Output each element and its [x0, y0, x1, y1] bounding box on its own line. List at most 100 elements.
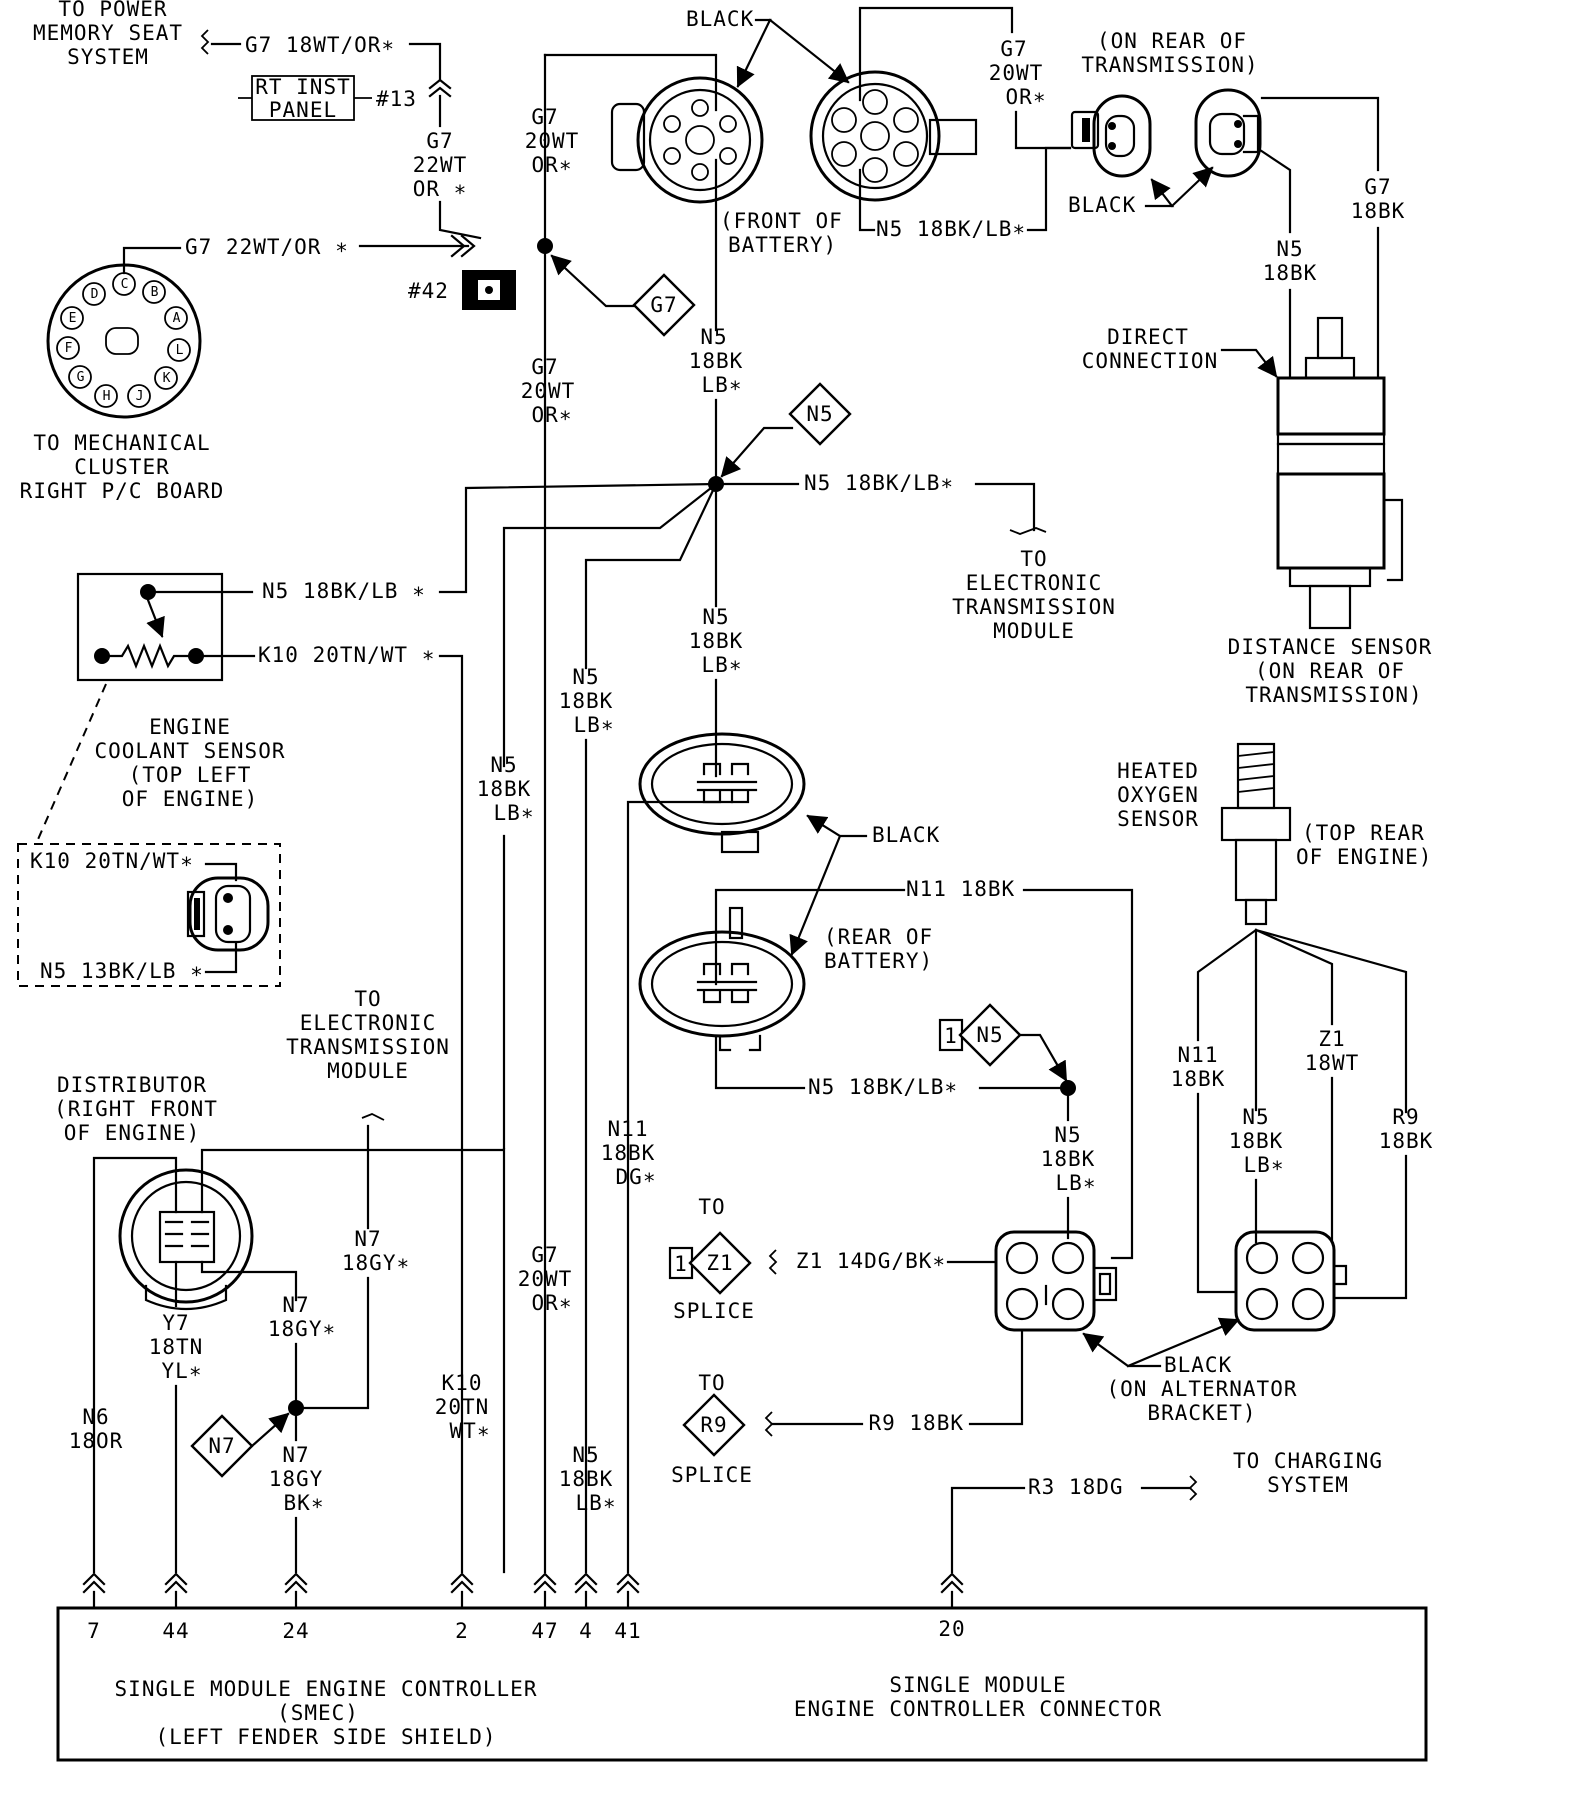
wire-n11-from-rear-batt — [714, 888, 906, 986]
svg-text:N5: N5 — [572, 1443, 599, 1467]
wire-n11-18bk-dg — [626, 800, 734, 1574]
wire-label-n5-18bk-lb-h: N5 18BK/LB∗ — [804, 471, 954, 495]
to-etm-top-label: TO ELECTRONIC TRANSMISSION MODULE — [952, 547, 1115, 643]
svg-text:ELECTRONIC: ELECTRONIC — [300, 1011, 436, 1035]
wire-label-n5-18bk-lb-g: N5 18BK LB∗ — [1229, 1105, 1284, 1177]
distributor-connector — [118, 1168, 254, 1311]
svg-text:E: E — [69, 311, 78, 326]
svg-text:R9: R9 — [700, 1413, 727, 1437]
svg-text:N5: N5 — [702, 605, 729, 629]
direct-connection-label: DIRECT CONNECTION — [1082, 325, 1218, 373]
top-rear-engine-label: (TOP REAR OF ENGINE) — [1296, 821, 1432, 869]
svg-text:18BK: 18BK — [1171, 1067, 1226, 1091]
wire-n11-to-alt-conn — [1022, 888, 1134, 1260]
svg-text:K10: K10 — [442, 1371, 483, 1395]
svg-text:(TOP REAR: (TOP REAR — [1302, 821, 1425, 845]
svg-text:(REAR OF: (REAR OF — [824, 925, 933, 949]
svg-text:22WT: 22WT — [413, 153, 468, 177]
svg-text:N5: N5 — [1054, 1123, 1081, 1147]
wire-label-k10-coolant: K10 20TN/WT ∗ — [258, 643, 435, 667]
wire-label-n5-18bk-lb-b: N5 18BK LB∗ — [477, 753, 535, 825]
wire-label-z1-14dg: Z1 14DG/BK∗ — [796, 1249, 946, 1273]
smec-pin-connectors — [82, 1572, 964, 1610]
wire-n5-to-trans-conn — [1026, 146, 1072, 232]
svg-text:Z1: Z1 — [706, 1251, 733, 1275]
black-trans-leader-a — [1144, 178, 1175, 208]
smec-label: SINGLE MODULE ENGINE CONTROLLER (SMEC) (… — [115, 1677, 537, 1749]
distance-sensor-label: DISTANCE SENSOR (ON REAR OF TRANSMISSION… — [1228, 635, 1432, 707]
wire-label-n6-18or: N6 18OR — [69, 1405, 124, 1453]
wire-label-r9-18bk: R9 18BK — [868, 1411, 964, 1435]
svg-text:N5: N5 — [806, 402, 833, 426]
to-etm-mid-label: TO ELECTRONIC TRANSMISSION MODULE — [286, 987, 449, 1083]
svg-text:BATTERY): BATTERY) — [728, 233, 837, 257]
svg-text:TO MECHANICAL: TO MECHANICAL — [33, 431, 210, 455]
svg-text:18BK: 18BK — [559, 1467, 614, 1491]
svg-text:N5: N5 — [490, 753, 517, 777]
svg-text:18BK: 18BK — [689, 629, 744, 653]
black-batt-leader-b — [789, 834, 842, 956]
svg-text:OR∗: OR∗ — [532, 153, 573, 177]
svg-text:4: 4 — [579, 1619, 593, 1643]
svg-text:(FRONT OF: (FRONT OF — [720, 209, 843, 233]
svg-text:G: G — [77, 370, 86, 385]
svg-text:MEMORY SEAT: MEMORY SEAT — [33, 21, 183, 45]
svg-text:OF ENGINE): OF ENGINE) — [1296, 845, 1432, 869]
wire-label-n5-18bk-lb-e: N5 18BK/LB∗ — [808, 1075, 958, 1099]
wire-n7-from-etm-b — [294, 1276, 370, 1410]
wire-label-y7-18tn-yl: Y7 18TN YL∗ — [149, 1311, 203, 1383]
svg-text:N11: N11 — [1178, 1043, 1219, 1067]
svg-text:HEATED: HEATED — [1117, 759, 1199, 783]
svg-text:C: C — [121, 277, 130, 292]
svg-text:A: A — [173, 311, 182, 326]
svg-text:18OR: 18OR — [69, 1429, 124, 1453]
wire-label-n5-18bk-top: N5 18BK/LB∗ — [876, 217, 1026, 241]
coolant-detail-box — [17, 843, 281, 987]
svg-text:41: 41 — [614, 1619, 641, 1643]
svg-text:44: 44 — [162, 1619, 189, 1643]
svg-text:18BK: 18BK — [601, 1141, 656, 1165]
svg-text:B: B — [151, 285, 160, 300]
wire-detail-n5 — [204, 942, 238, 974]
svg-text:N5: N5 — [572, 665, 599, 689]
svg-text:OR∗: OR∗ — [1006, 85, 1047, 109]
svg-text:RT INST: RT INST — [255, 75, 351, 99]
svg-text:LB∗: LB∗ — [494, 801, 535, 825]
svg-text:RIGHT P/C BOARD: RIGHT P/C BOARD — [20, 479, 225, 503]
brace-r3 — [1188, 1475, 1198, 1501]
wire-label-r3-18dg: R3 18DG — [1028, 1475, 1124, 1499]
battery-front-connector-left — [610, 76, 764, 204]
wire-g7-22wt-into — [438, 200, 482, 240]
svg-text:BLACK: BLACK — [1164, 1353, 1232, 1377]
on-rear-of-trans-label: (ON REAR OF TRANSMISSION) — [1081, 29, 1257, 77]
cluster-label: TO MECHANICAL CLUSTER RIGHT P/C BOARD — [20, 431, 225, 503]
splice-r9: R9 — [682, 1393, 746, 1457]
svg-text:TRANSMISSION): TRANSMISSION) — [1245, 683, 1422, 707]
svg-text:OR∗: OR∗ — [532, 403, 573, 427]
wire-n5-to-smec — [584, 482, 718, 670]
power-memory-seat-label: TO POWER MEMORY SEAT SYSTEM — [33, 0, 183, 69]
wire-label-g7-20wt-mid: G7 20WT OR∗ — [521, 355, 575, 427]
svg-text:LB∗: LB∗ — [1056, 1171, 1097, 1195]
battery-front-connector-right — [809, 70, 978, 202]
wire-o2-r9 — [1254, 928, 1408, 1114]
svg-text:DIRECT: DIRECT — [1107, 325, 1189, 349]
svg-text:TO: TO — [354, 987, 381, 1011]
splice-n5-1-leader — [1018, 1033, 1068, 1082]
svg-text:LB∗: LB∗ — [702, 373, 743, 397]
svg-text:CONNECTION: CONNECTION — [1082, 349, 1218, 373]
wire-label-n5-18bk-right: N5 18BK — [1263, 237, 1317, 285]
svg-text:J: J — [136, 389, 145, 404]
svg-text:H: H — [103, 389, 112, 404]
svg-text:1: 1 — [674, 1252, 688, 1276]
wire-label-n5-18bk-lb-a: N5 18BK LB∗ — [689, 325, 743, 397]
wire-r9-from-alt — [968, 1328, 1024, 1426]
svg-text:SYSTEM: SYSTEM — [1267, 1473, 1349, 1497]
svg-text:N5: N5 — [1276, 237, 1303, 261]
battery-rear-connector-lower — [638, 906, 806, 1052]
svg-text:OF ENGINE): OF ENGINE) — [64, 1121, 200, 1145]
wire-g7-18wt-top — [210, 42, 442, 82]
svg-text:(TOP LEFT: (TOP LEFT — [129, 763, 252, 787]
wire-n11-to-alt-right — [1196, 1092, 1238, 1294]
svg-text:SINGLE MODULE: SINGLE MODULE — [889, 1673, 1066, 1697]
